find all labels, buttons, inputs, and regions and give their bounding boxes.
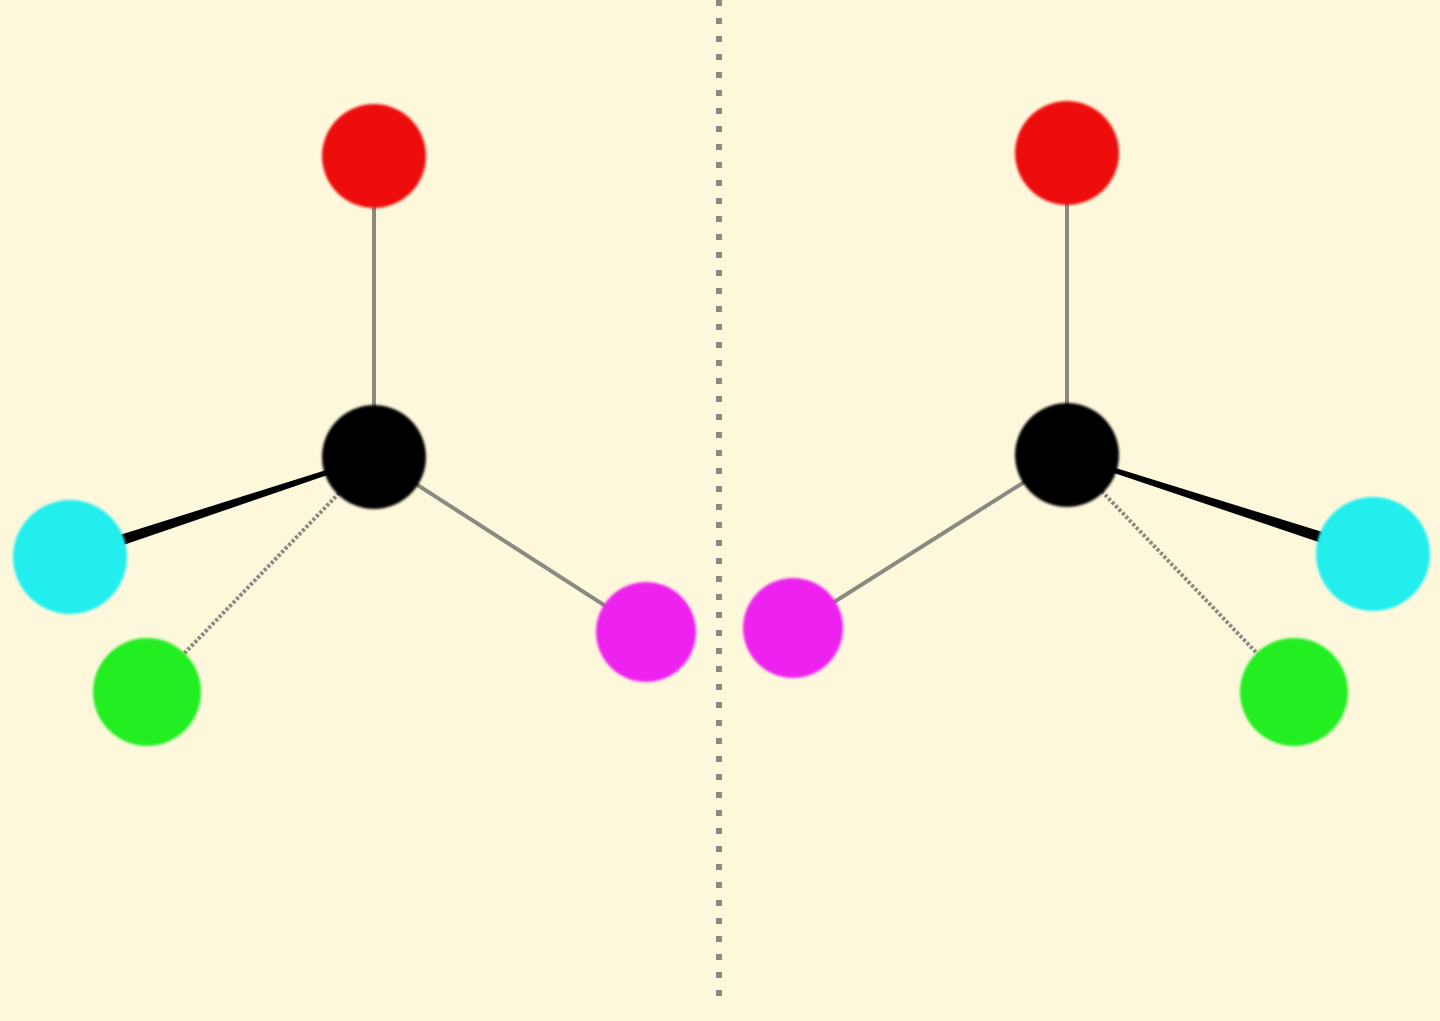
left-wedge-bond — [68, 455, 375, 563]
right-inner-bond — [791, 453, 1069, 630]
left-cyan-atom-icon — [13, 500, 127, 614]
left-inner-bond — [372, 455, 648, 634]
left-red-atom-icon — [322, 104, 426, 208]
left-green-atom-icon — [93, 638, 201, 746]
right-wedge-bond — [1066, 453, 1375, 560]
right-magenta-atom-icon — [743, 578, 843, 678]
right-green-atom-icon — [1240, 638, 1348, 746]
left-black-atom-icon — [322, 405, 426, 509]
left-dash-bond — [145, 455, 376, 694]
left-magenta-atom-icon — [596, 582, 696, 682]
right-cyan-atom-icon — [1316, 497, 1430, 611]
right-red-atom-icon — [1015, 101, 1119, 205]
right-black-atom-icon — [1015, 403, 1119, 507]
